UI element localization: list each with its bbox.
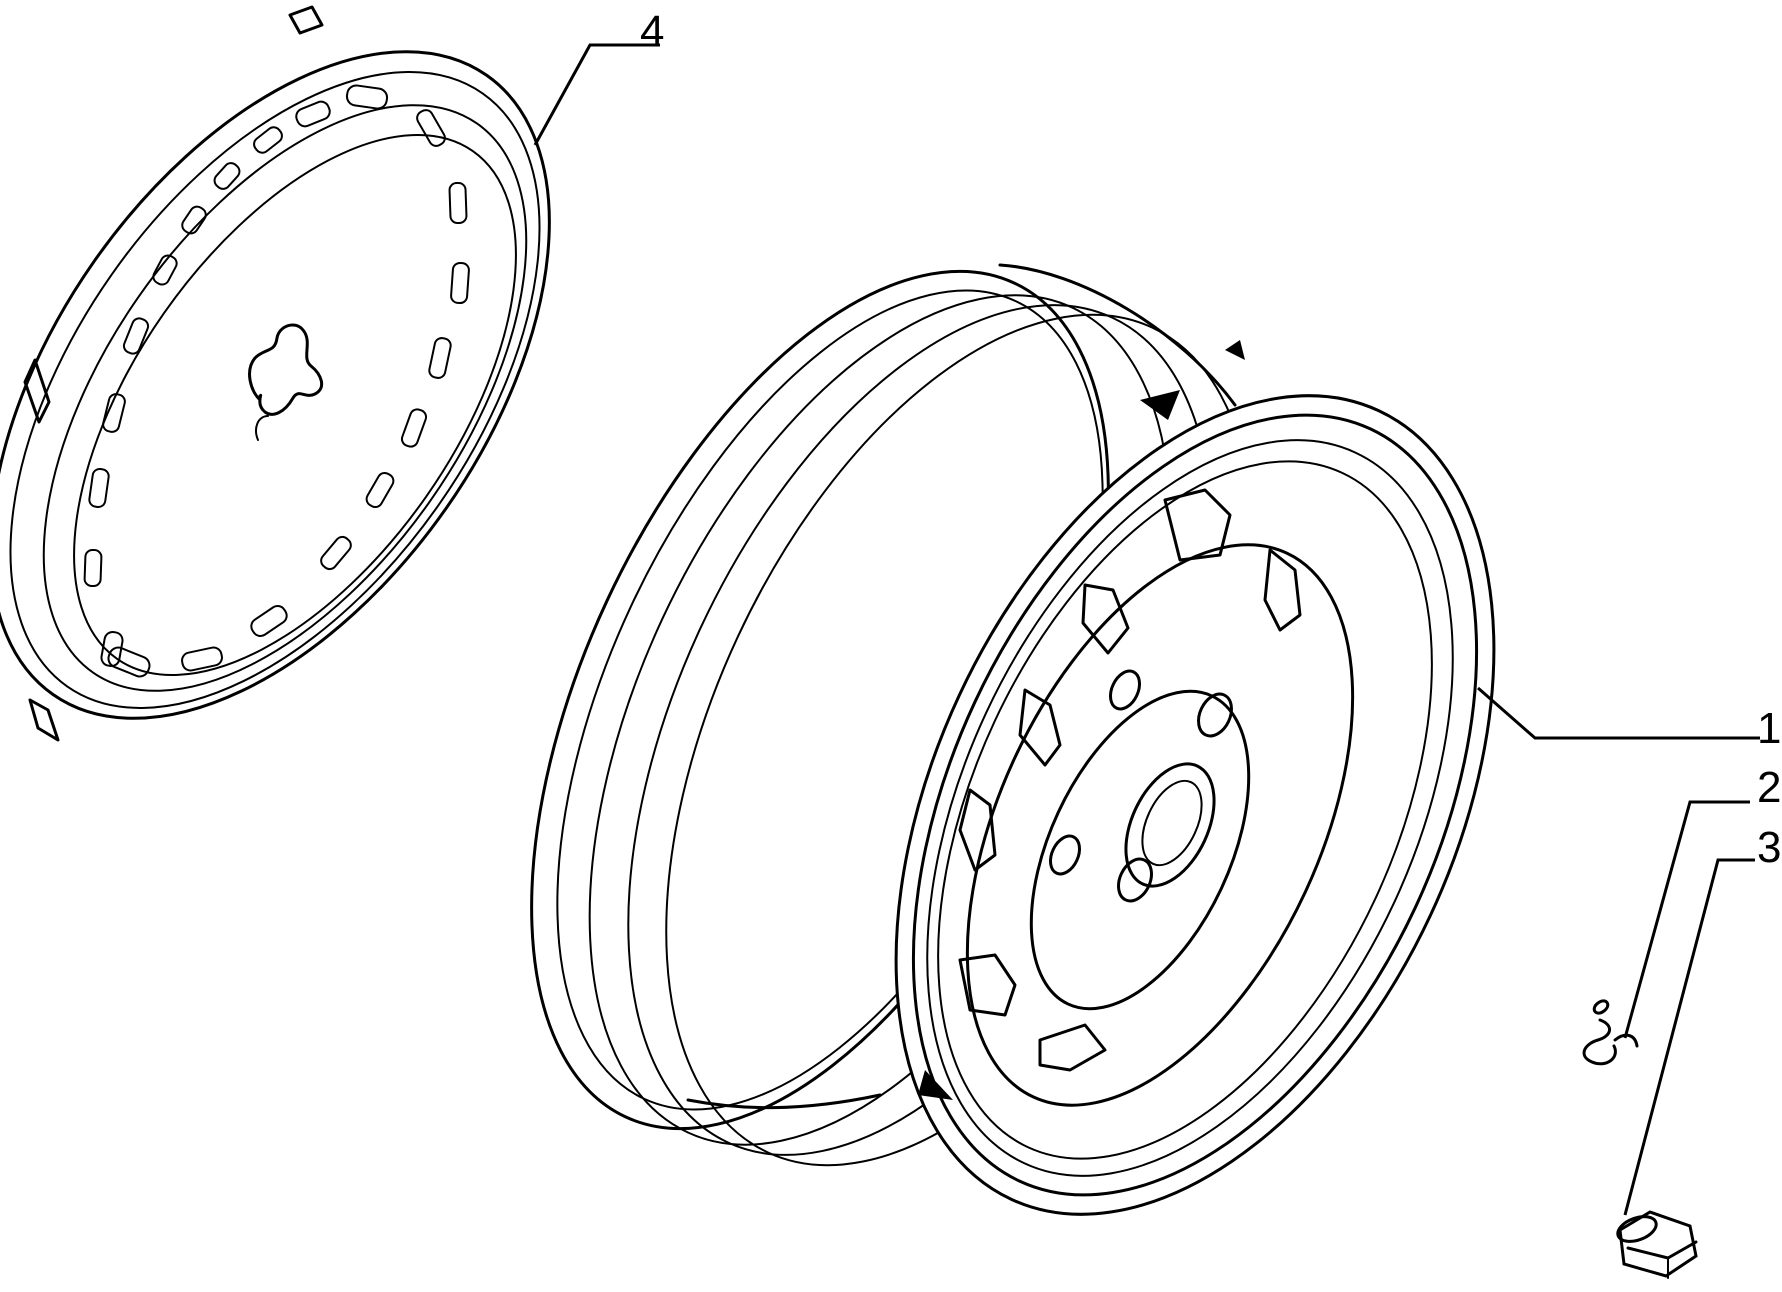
wheel-nut[interactable] [1614, 1210, 1698, 1279]
wheel-rim[interactable] [413, 184, 1615, 1292]
hub-cap[interactable] [0, 0, 663, 818]
callout-label-4: 4 [640, 7, 664, 56]
callout-4: 4 [533, 7, 664, 146]
callout-label-1: 1 [1757, 704, 1781, 753]
callout-label-3: 3 [1757, 823, 1781, 872]
balance-weight[interactable] [1582, 999, 1639, 1066]
callout-3: 3 [1623, 823, 1781, 1216]
callout-label-2: 2 [1757, 763, 1781, 812]
callout-1: 1 [1477, 686, 1781, 753]
callout-2: 2 [1623, 763, 1781, 1039]
